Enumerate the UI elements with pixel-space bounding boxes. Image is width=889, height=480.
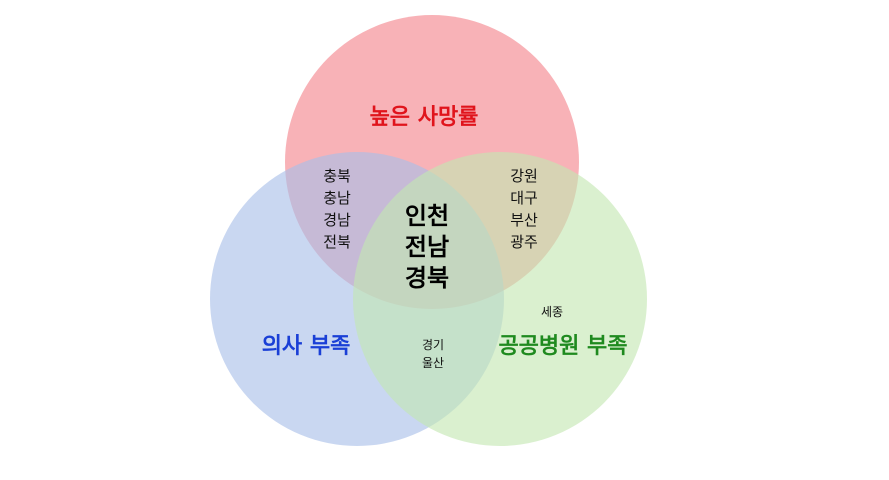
circle-public-hospital-shortage (353, 152, 647, 446)
region-item: 부산 (510, 211, 538, 229)
region-item: 인천 (405, 202, 449, 230)
region-hospital-only: 세종 (541, 305, 563, 319)
region-item: 세종 (541, 305, 563, 319)
region-doctor-hospital: 경기 울산 (422, 338, 444, 370)
region-item: 충북 (323, 167, 351, 185)
label-public-hospital-shortage: 공공병원 부족 (498, 334, 627, 359)
region-item: 경기 (422, 338, 444, 352)
region-death-hospital: 강원 대구 부산 광주 (510, 167, 538, 251)
region-item: 광주 (510, 233, 538, 251)
region-item: 경북 (405, 264, 449, 292)
region-item: 경남 (323, 211, 351, 229)
region-item: 전북 (323, 233, 351, 251)
region-all-three: 인천 전남 경북 (405, 202, 449, 292)
region-death-doctor: 충북 충남 경남 전북 (323, 167, 351, 251)
circle-group (210, 15, 647, 446)
region-item: 충남 (323, 189, 351, 207)
region-item: 강원 (510, 167, 538, 185)
region-item: 전남 (405, 233, 449, 261)
label-doctor-shortage: 의사 부족 (262, 334, 351, 359)
region-item: 울산 (422, 356, 444, 370)
region-item: 대구 (510, 189, 538, 207)
label-high-death-rate: 높은 사망률 (370, 105, 479, 130)
